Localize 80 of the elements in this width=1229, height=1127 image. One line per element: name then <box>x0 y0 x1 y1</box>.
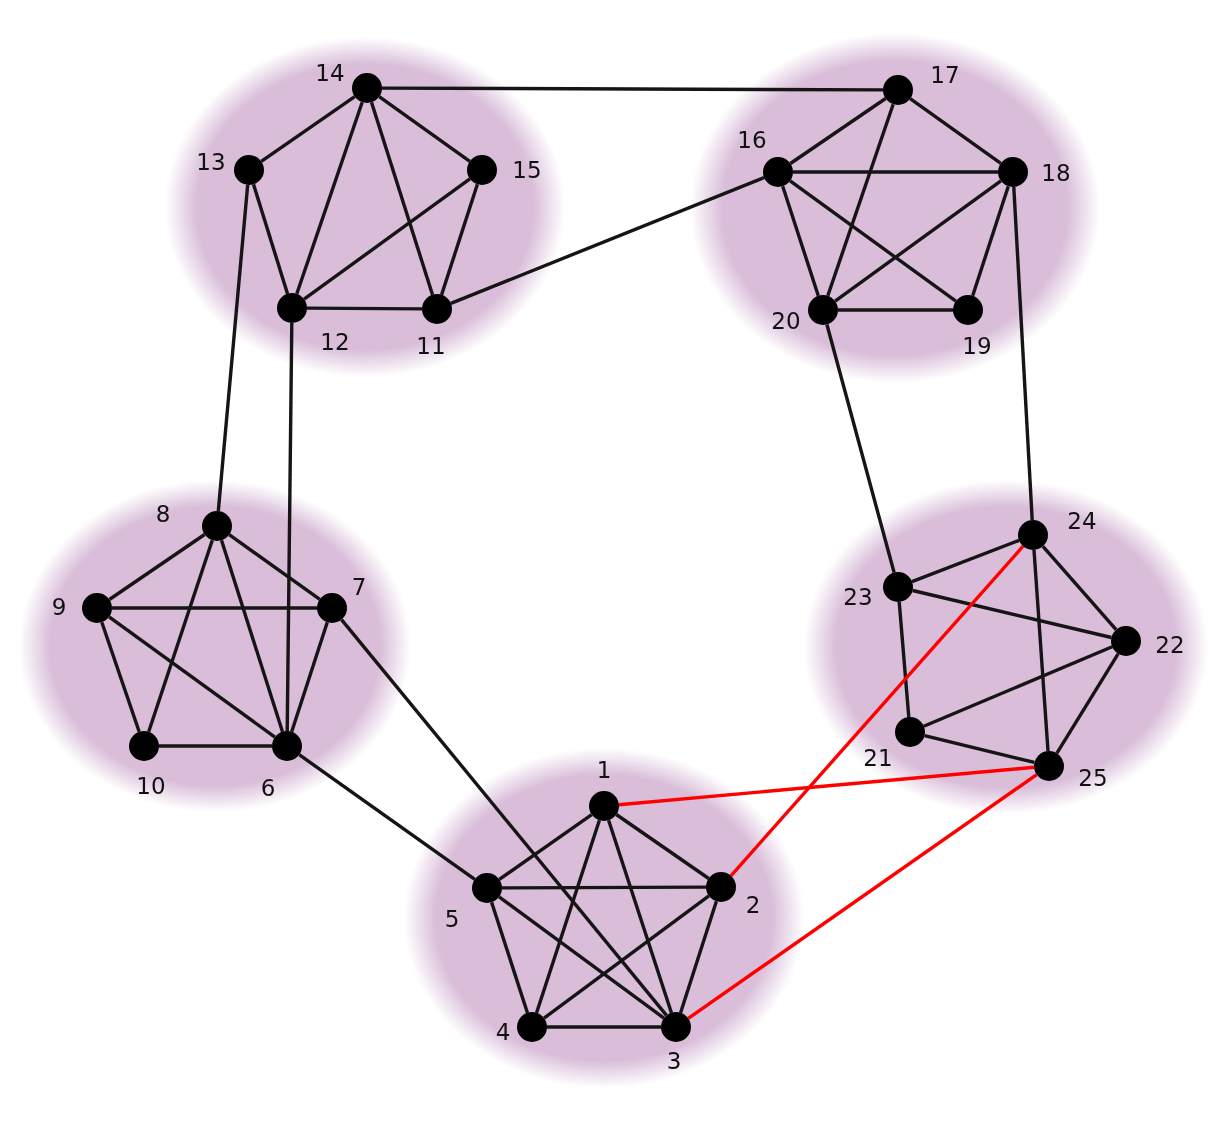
edge-line <box>108 615 276 739</box>
edge-line <box>228 533 321 601</box>
edge-line <box>100 621 141 733</box>
node-label: 14 <box>314 60 346 86</box>
edge-line <box>897 601 911 718</box>
edge-line <box>687 773 1038 1020</box>
edge-line <box>789 97 887 165</box>
edge-line <box>251 183 290 295</box>
node-label: 4 <box>494 1019 512 1045</box>
edge-line <box>260 95 356 163</box>
edge-line <box>382 86 883 92</box>
node-label: 10 <box>135 773 167 799</box>
node-label: 12 <box>319 329 351 355</box>
node-label: 24 <box>1066 508 1098 534</box>
edge-line <box>1055 652 1120 755</box>
node-label: 2 <box>744 892 762 918</box>
edge-line <box>502 885 706 890</box>
edge-line <box>825 324 896 573</box>
edge-line <box>1041 545 1118 631</box>
edge-line <box>295 101 364 295</box>
node-label: 11 <box>415 333 447 359</box>
edge-line <box>607 819 673 1014</box>
node-label: 25 <box>1077 765 1109 791</box>
edge-line <box>498 895 665 1020</box>
edge-line <box>1012 186 1034 521</box>
node-label: 18 <box>1040 160 1072 186</box>
edge-line <box>298 753 476 881</box>
edge-line <box>378 95 471 163</box>
node-label: 8 <box>154 501 172 527</box>
edge-line <box>618 765 1035 807</box>
edge-line <box>924 733 1035 765</box>
node-label: 15 <box>511 157 543 183</box>
edge-line <box>216 184 250 512</box>
edge-line <box>729 545 1025 877</box>
edge-line <box>303 177 471 301</box>
edge-line <box>450 176 765 305</box>
node-label: 19 <box>961 333 993 359</box>
edge-line <box>789 179 957 303</box>
edge-line <box>219 539 285 733</box>
edge-line <box>440 183 479 296</box>
edge-line <box>535 819 601 1014</box>
node-label: 21 <box>862 745 894 771</box>
node-label: 5 <box>443 906 461 932</box>
edge-line <box>912 588 1112 640</box>
edge-line <box>838 308 953 312</box>
edge-line <box>159 744 272 748</box>
edge-line <box>909 97 1002 165</box>
node-label: 13 <box>195 149 227 175</box>
node-label: 9 <box>50 594 68 620</box>
edge-line <box>781 185 820 297</box>
edge-line <box>923 645 1113 728</box>
edge-line <box>490 901 529 1014</box>
edge-line <box>307 306 422 311</box>
edge-line <box>498 813 593 881</box>
edge-line <box>290 621 329 733</box>
edge-line <box>793 170 998 174</box>
node-label: 1 <box>595 757 613 783</box>
edge-line <box>369 101 435 296</box>
node-label: 3 <box>665 1048 683 1074</box>
node-label: 20 <box>770 308 802 334</box>
edge-line <box>147 539 214 733</box>
edge-line <box>112 606 317 610</box>
node-label: 16 <box>736 127 768 153</box>
edge-line <box>108 533 206 601</box>
edge-line <box>340 618 668 1017</box>
node-label: 22 <box>1154 632 1186 658</box>
node-label: 23 <box>842 584 874 610</box>
edge-line <box>679 900 718 1014</box>
edge-line <box>543 894 710 1020</box>
edge-line <box>834 179 1002 303</box>
edge-line <box>547 1025 661 1029</box>
edge-line <box>615 813 710 880</box>
edge-line <box>971 185 1010 297</box>
edge-line <box>285 323 294 731</box>
node-label: 6 <box>259 775 277 801</box>
node-label: 17 <box>929 62 961 88</box>
node-label: 7 <box>350 574 368 600</box>
edge-line <box>826 103 895 297</box>
edge-line <box>1032 549 1050 752</box>
edge-line <box>911 538 1020 584</box>
